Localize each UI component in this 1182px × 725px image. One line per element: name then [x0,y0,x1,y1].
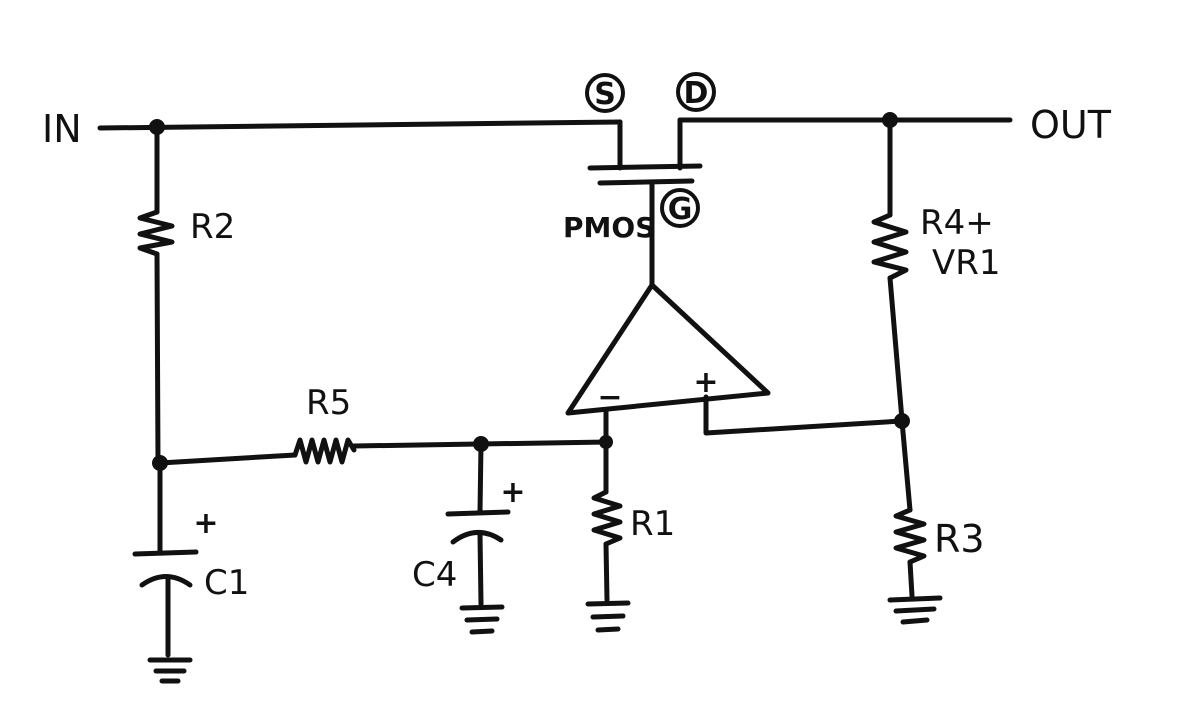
ground-c4 [459,604,505,635]
wire-r1-to-ground [603,541,610,603]
wire-c4-to-ground [477,531,484,607]
pmos-gate-label: G [668,192,693,227]
pmos-drain-label: D [684,76,709,111]
resistor-r2 [137,209,175,257]
pmos-transistor [585,72,716,288]
pmos-gate-pin-circle [660,188,700,228]
ground-c1 [147,657,193,684]
opamp-noninverting-label: + [693,365,718,400]
opamp-inverting-label: − [597,380,622,415]
r1-label: R1 [630,504,675,544]
input-label: IN [42,107,82,151]
resistor-r3 [893,507,927,565]
pmos-label: PMOS [563,211,655,244]
r4-label-line2: VR1 [932,243,1001,283]
r5-label: R5 [306,383,351,423]
wire-feedback-to-noninverting [703,394,905,436]
resistor-r4-vr1 [871,212,909,281]
pmos-drain-pin-circle [676,72,716,112]
output-label: OUT [1030,103,1112,147]
opamp-triangle [565,282,771,416]
wire-in-to-source [97,119,623,131]
wire-node-to-r5 [157,452,298,466]
ground-r1 [585,600,631,633]
wire-node-to-c4 [477,441,484,515]
wire-r2-to-node [154,251,161,465]
pmos-source-pin-circle [585,73,625,113]
r2-label: R2 [190,207,235,247]
ground-r3 [887,595,943,625]
wire-feedback-to-r3 [899,418,913,513]
c4-label: C4 [412,555,457,595]
resistor-r5 [292,437,357,465]
c4-polarity: + [500,475,525,510]
r3-label: R3 [934,517,985,561]
c1-label: C1 [204,563,249,603]
pmos-source-label: S [594,77,616,112]
wire-r4-to-feedback [887,275,905,423]
c1-polarity: + [193,506,218,541]
wire-r3-to-ground [907,559,915,599]
r4-label-line1: R4+ [920,203,994,243]
resistor-r1 [591,489,623,547]
capacitor-c4 [445,509,511,545]
